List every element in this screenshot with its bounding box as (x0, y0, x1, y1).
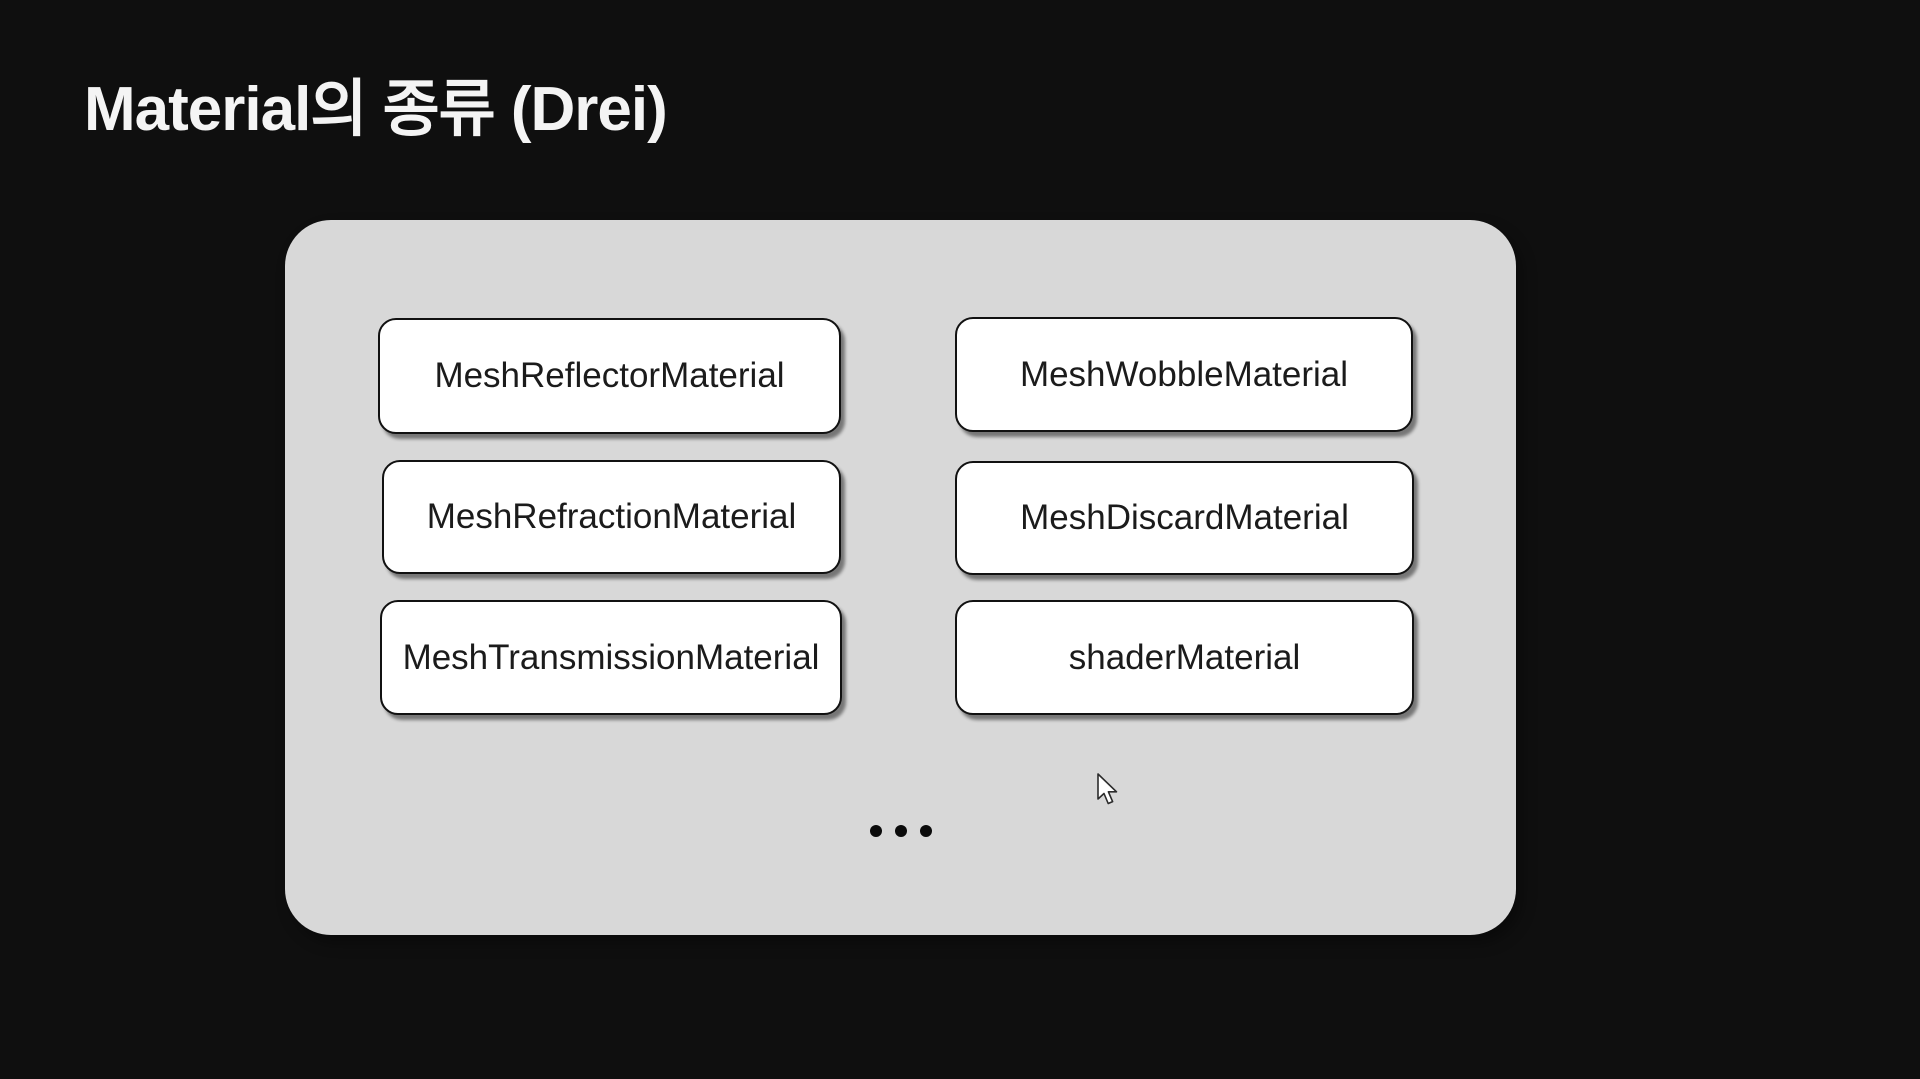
material-card-label: shaderMaterial (1068, 637, 1301, 677)
material-card-label: MeshWobbleMaterial (1019, 354, 1349, 394)
dot-icon (870, 825, 882, 837)
material-card-shader: shaderMaterial (955, 600, 1414, 715)
material-card-label: MeshDiscardMaterial (1020, 498, 1349, 537)
material-card-mesh-discard: MeshDiscardMaterial (955, 461, 1414, 575)
dot-icon (920, 825, 932, 837)
material-card-label: MeshTransmissionMaterial (402, 637, 820, 677)
material-card-mesh-transmission: MeshTransmissionMaterial (380, 600, 842, 715)
three-dots-icon (870, 825, 932, 837)
materials-panel: MeshReflectorMaterial MeshWobbleMaterial… (285, 220, 1516, 935)
material-card-mesh-refraction: MeshRefractionMaterial (382, 460, 841, 574)
material-card-label: MeshRefractionMaterial (426, 497, 797, 536)
slide-title: Material의 종류 (Drei) (84, 75, 668, 144)
dot-icon (895, 825, 907, 837)
material-card-mesh-wobble: MeshWobbleMaterial (955, 317, 1413, 432)
material-card-label: MeshReflectorMaterial (434, 356, 785, 395)
material-card-mesh-reflector: MeshReflectorMaterial (378, 318, 841, 434)
